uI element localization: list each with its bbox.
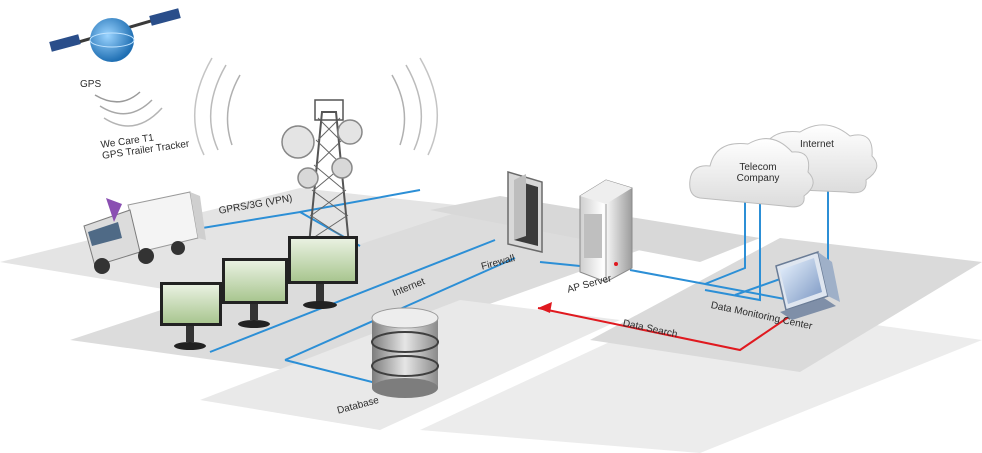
arrow-head-icon bbox=[538, 302, 552, 313]
monitor-icon bbox=[222, 258, 288, 328]
desktop-computer-icon bbox=[775, 251, 840, 320]
monitor-icon bbox=[160, 282, 222, 350]
telecom-label-line1: Telecom bbox=[739, 162, 777, 173]
internet-cloud-label: Internet bbox=[800, 139, 834, 150]
data-search-line bbox=[537, 302, 791, 352]
cloud-icon bbox=[689, 138, 814, 208]
cell-tower-icon bbox=[193, 57, 439, 256]
satellite-icon bbox=[49, 8, 181, 127]
tracker-marker-icon bbox=[106, 198, 122, 222]
telecom-cloud-label: Telecom Company bbox=[728, 162, 788, 184]
database-icon bbox=[371, 307, 439, 398]
telecom-label-line2: Company bbox=[736, 173, 780, 184]
server-icon bbox=[579, 179, 633, 283]
gps-label: GPS bbox=[80, 79, 102, 90]
firewall-icon bbox=[507, 170, 543, 253]
truck-icon bbox=[83, 191, 206, 274]
monitor-icon bbox=[288, 236, 358, 309]
